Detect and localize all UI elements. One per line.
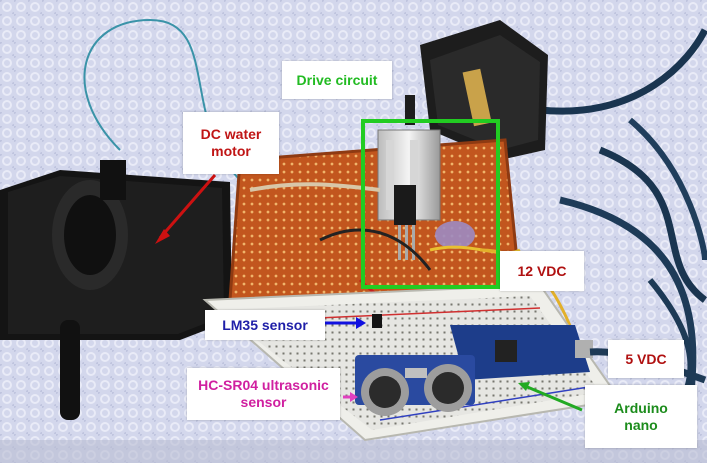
label-arduino-nano: Arduino nano — [585, 385, 697, 448]
arduino-arrow — [524, 384, 583, 412]
label-drive-circuit: Drive circuit — [282, 61, 392, 99]
label-lm35-sensor: LM35 sensor — [205, 310, 325, 340]
label-dc-water-motor: DC water motor — [183, 112, 279, 174]
label-5-vdc: 5 VDC — [608, 340, 684, 378]
label-12-vdc: 12 VDC — [500, 251, 584, 291]
label-hc-sr04: HC-SR04 ultrasonic sensor — [187, 368, 340, 420]
drive-circuit-box — [361, 119, 500, 289]
motor-arrow — [158, 174, 217, 239]
